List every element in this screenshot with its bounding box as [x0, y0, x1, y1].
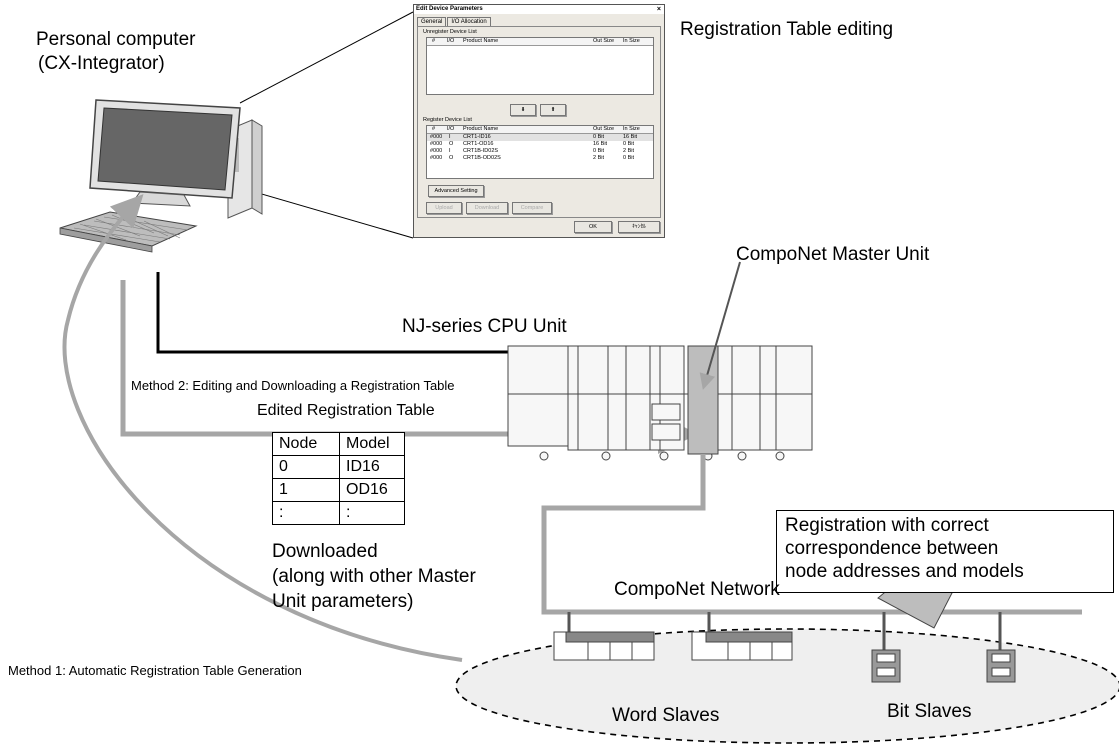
word-slaves-label: Word Slaves — [612, 705, 720, 726]
method2-label: Method 2: Editing and Downloading a Regi… — [131, 378, 455, 393]
componet-master-unit — [687, 345, 719, 455]
bit-slaves-label: Bit Slaves — [887, 701, 972, 722]
edited-registration-table-label: Edited Registration Table — [257, 402, 435, 419]
callout-line2: correspondence between — [785, 538, 999, 559]
pc-keyboard-icon — [59, 211, 198, 253]
zoom-line-bottom — [247, 189, 414, 239]
method1-curve — [62, 194, 463, 662]
method2-line — [120, 280, 698, 454]
downloaded-line3: Unit parameters) — [272, 591, 414, 612]
move-up-button[interactable]: ⬆ — [540, 104, 566, 116]
downloaded-line1: Downloaded — [272, 541, 378, 562]
advanced-setting-button[interactable]: Advanced Setting — [428, 185, 484, 197]
compare-button[interactable]: Compare — [512, 202, 552, 214]
downloaded-line2: (along with other Master — [272, 566, 476, 587]
ok-button[interactable]: OK — [574, 221, 612, 233]
tab-io-allocation[interactable]: I/O Allocation — [447, 17, 491, 27]
register-group-label: Register Device List — [423, 117, 472, 123]
edit-device-parameters-dialog: Edit Device Parameters × General I/O Allo… — [413, 4, 665, 238]
cancel-button[interactable]: ｷｬﾝｾﾙ — [618, 221, 660, 233]
usb-cable — [156, 272, 638, 354]
word-slave-1 — [553, 631, 655, 661]
personal-computer-label: Personal computer — [36, 29, 196, 50]
pc-monitor-icon — [89, 99, 241, 207]
cx-integrator-label: (CX-Integrator) — [38, 53, 165, 74]
tab-general[interactable]: General — [417, 17, 447, 27]
nj-cpu-unit-label: NJ-series CPU Unit — [402, 316, 567, 337]
componet-network-label: CompoNet Network — [614, 579, 780, 600]
method1-label: Method 1: Automatic Registration Table G… — [8, 663, 302, 678]
zoom-line-top — [239, 11, 414, 104]
upload-button[interactable]: Upload — [426, 202, 462, 214]
callout-line1: Registration with correct — [785, 515, 989, 536]
bit-slave-2 — [986, 649, 1016, 683]
register-device-list[interactable]: # I/O Product Name Out Size In Size #000… — [426, 125, 654, 179]
move-down-button[interactable]: ⬇ — [510, 104, 536, 116]
download-button[interactable]: Download — [466, 202, 508, 214]
master-unit-pointer — [699, 261, 741, 390]
nj-cpu-rack — [507, 345, 813, 461]
network-drop — [541, 454, 1082, 615]
callout-line3: node addresses and models — [785, 561, 1024, 582]
word-slave-2 — [691, 631, 793, 661]
dialog-title: Edit Device Parameters — [416, 6, 483, 12]
componet-master-unit-label: CompoNet Master Unit — [736, 244, 930, 265]
close-icon[interactable]: × — [656, 6, 661, 13]
unregister-group-label: Unregister Device List — [423, 29, 477, 35]
table-row: :: — [272, 501, 405, 525]
unregister-device-list[interactable]: # I/O Product Name Out Size In Size — [426, 37, 654, 95]
registration-callout: Registration with correct correspondence… — [776, 510, 1114, 593]
bit-slave-1 — [871, 649, 901, 683]
registration-table-editing-label: Registration Table editing — [680, 19, 894, 40]
